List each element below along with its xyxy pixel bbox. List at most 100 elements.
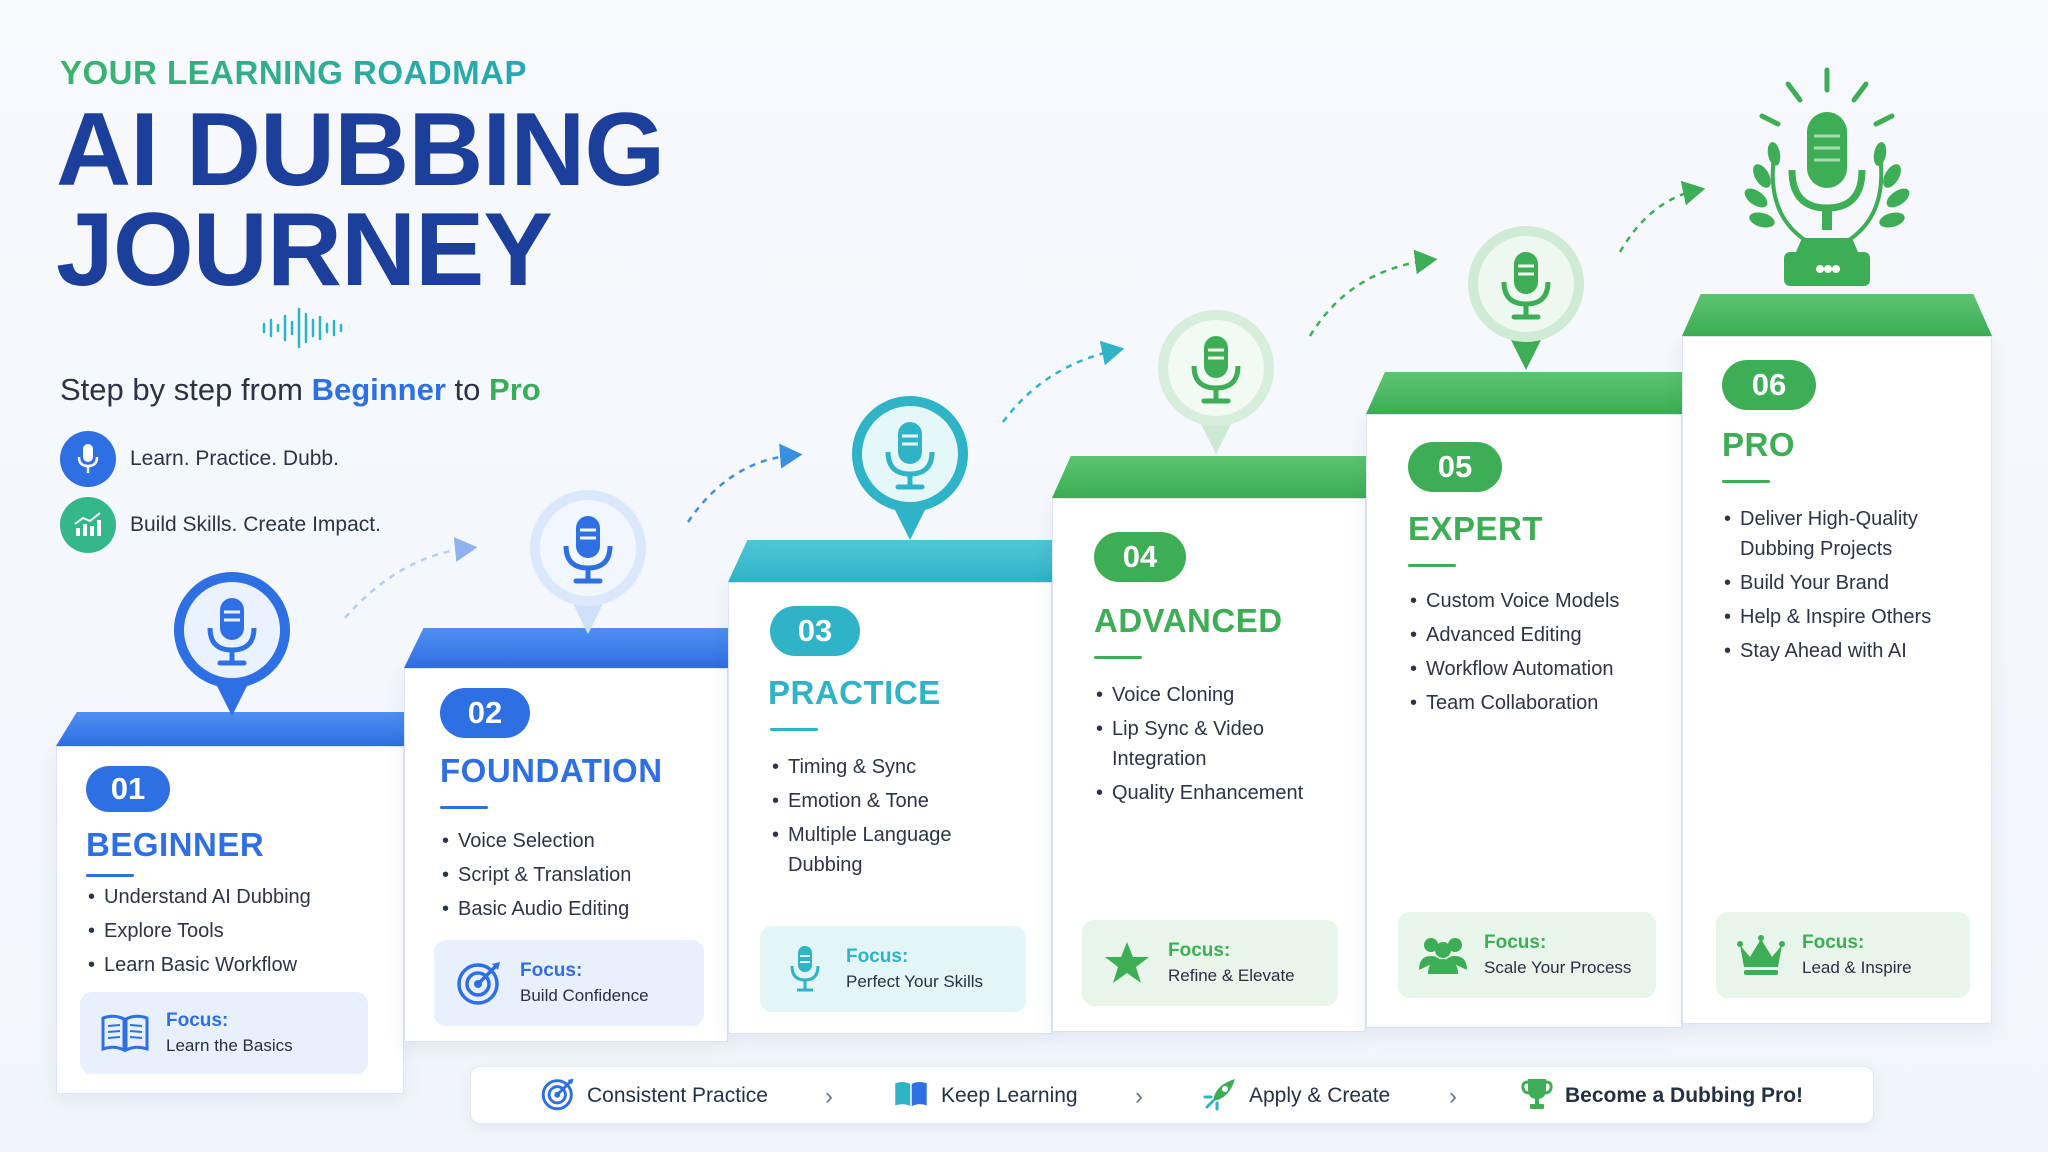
title-underline [1094,656,1142,659]
step-top [1682,294,1992,336]
focus-value: Refine & Elevate [1168,966,1295,985]
list-item: Quality Enhancement [1094,778,1334,808]
focus-label: Focus: [1168,940,1231,961]
list-item: Build Your Brand [1722,568,1972,598]
subtitle-mid: to [445,372,490,407]
list-item: Script & Translation [440,860,631,890]
list-item: Advanced Editing [1408,620,1619,650]
progress-arrows [344,340,1125,619]
footer-item-apply: Apply & Create [1203,1067,1390,1125]
roadmap-eyebrow: YOUR LEARNING ROADMAP [60,54,528,91]
tagline-build: Build Skills. Create Impact. [60,497,381,553]
focus-value: Learn the Basics [166,1036,293,1055]
footer-label: Keep Learning [941,1084,1078,1107]
step-items: Voice Cloning Lip Sync & Video Integrati… [1094,680,1334,812]
focus-label: Focus: [1802,932,1865,953]
step-number: 06 [1722,360,1816,410]
focus-label: Focus: [1484,932,1547,953]
list-item: Custom Voice Models [1408,586,1619,616]
subtitle-pro: Pro [489,372,541,407]
focus-box: Focus: Perfect Your Skills [760,926,1026,1012]
step-expert: 05 EXPERT Custom Voice Models Advanced E… [1366,372,1682,1028]
microphone-pin-icon [852,396,968,540]
list-item: Understand AI Dubbing [86,882,311,912]
focus-value: Perfect Your Skills [846,972,984,991]
step-advanced: 04 ADVANCED Voice Cloning Lip Sync & Vid… [1052,456,1366,1032]
microphone-pin-icon [1158,310,1274,454]
title-underline [1408,564,1456,567]
title-underline [86,874,134,877]
microphone-icon [60,431,116,487]
step-title: ADVANCED [1094,602,1283,639]
footer-item-practice: Consistent Practice [541,1067,768,1125]
focus-box: Focus: Refine & Elevate [1082,920,1338,1006]
step-items: Deliver High-Quality Dubbing Projects Bu… [1722,504,1972,670]
list-item: Learn Basic Workflow [86,950,311,980]
list-item: Lip Sync & Video Integration [1094,714,1334,774]
focus-value: Build Confidence [520,986,649,1005]
step-title: FOUNDATION [440,752,663,789]
subtitle-prefix: Step by step from [60,372,312,407]
trophy-icon [1521,1077,1553,1116]
footer-item-pro: Become a Dubbing Pro! [1521,1067,1803,1125]
step-items: Custom Voice Models Advanced Editing Wor… [1408,586,1619,722]
subtitle: Step by step from Beginner to Pro [60,372,541,408]
step-practice: 03 PRACTICE Timing & Sync Emotion & Tone… [728,540,1052,1034]
footer-item-learning: Keep Learning [893,1067,1078,1125]
focus-label: Focus: [520,960,583,981]
star-icon [1100,936,1154,990]
step-beginner: 01 BEGINNER Understand AI Dubbing Explor… [56,712,404,1094]
tagline-learn: Learn. Practice. Dubb. [60,431,339,487]
microphone-pin-icon [530,490,646,634]
chevron-right-icon: › [825,1083,833,1110]
step-title: PRO [1722,426,1796,463]
step-pro: 06 PRO Deliver High-Quality Dubbing Proj… [1682,294,1992,1024]
open-book-icon [893,1079,929,1114]
team-icon [1416,928,1470,982]
step-card [1682,336,1992,1024]
page-title: AI DUBBING JOURNEY [56,92,665,308]
step-top [1052,456,1366,498]
list-item: Voice Cloning [1094,680,1334,710]
target-icon [541,1077,575,1116]
step-items: Understand AI Dubbing Explore Tools Lear… [86,882,311,984]
focus-label: Focus: [846,946,909,967]
step-top [404,628,728,668]
title-underline [770,728,818,731]
step-items: Voice Selection Script & Translation Bas… [440,826,631,928]
list-item: Emotion & Tone [770,786,1010,816]
trophy-microphone-icon [1744,67,1910,286]
microphone-pin-icon [174,572,290,716]
title-underline [1722,480,1770,483]
footer-label: Become a Dubbing Pro! [1565,1084,1804,1107]
focus-box: Focus: Lead & Inspire [1716,912,1970,998]
list-item: Deliver High-Quality Dubbing Projects [1722,504,1972,564]
list-item: Workflow Automation [1408,654,1619,684]
title-line-1: AI DUBBING [56,92,665,208]
list-item: Team Collaboration [1408,688,1619,718]
title-line-2: JOURNEY [56,192,553,308]
list-item: Explore Tools [86,916,311,946]
step-title: EXPERT [1408,510,1544,547]
step-number: 02 [440,688,530,738]
step-top [56,712,404,746]
list-item: Voice Selection [440,826,631,856]
step-title: PRACTICE [768,674,941,711]
focus-value: Scale Your Process [1484,958,1632,977]
focus-value: Lead & Inspire [1802,958,1912,977]
rocket-icon [1203,1077,1237,1116]
focus-box: Focus: Scale Your Process [1398,912,1656,998]
microphone-icon [778,942,832,996]
step-title: BEGINNER [86,826,265,863]
crown-icon [1734,928,1788,982]
subtitle-beginner: Beginner [311,372,446,407]
tagline-2: Build Skills. Create Impact. [130,513,381,536]
chevron-right-icon: › [1135,1083,1143,1110]
focus-label: Focus: [166,1010,229,1031]
step-number: 03 [770,606,860,656]
chevron-right-icon: › [1449,1083,1457,1110]
step-top [1366,372,1682,414]
target-icon [452,956,506,1010]
progress-arrows-upper [1308,180,1706,337]
list-item: Basic Audio Editing [440,894,631,924]
